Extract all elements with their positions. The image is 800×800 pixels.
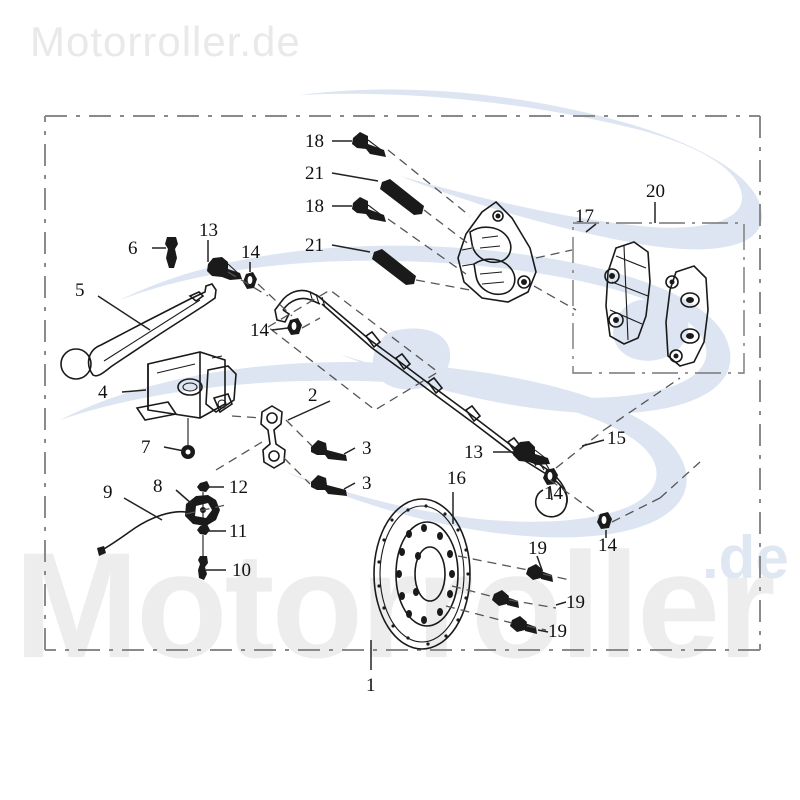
callout-label-13a: 13 — [199, 220, 218, 241]
brake-pad-right-part — [665, 265, 709, 367]
sealing-washer-lower-part — [287, 318, 302, 335]
callout-label-9: 9 — [103, 482, 113, 503]
bolt-hose-clamp-upper-part — [311, 440, 347, 461]
callout-label-8: 8 — [153, 476, 163, 497]
callout-label-13b: 13 — [464, 442, 483, 463]
caliper-mount-bolt-upper-part — [352, 132, 386, 157]
callout-label-2: 2 — [308, 385, 318, 406]
callout-label-20: 20 — [646, 181, 665, 202]
screw-switch-mount-part — [198, 556, 208, 580]
callout-label-7: 7 — [141, 437, 151, 458]
brake-pad-inset-box — [572, 222, 745, 374]
master-cylinder-body-part — [135, 351, 237, 421]
brake-disc-rotor-part — [373, 498, 471, 650]
callout-label-19c: 19 — [548, 621, 567, 642]
callout-label-18b: 18 — [305, 196, 324, 217]
callout-label-19b: 19 — [566, 592, 585, 613]
callout-label-14b: 14 — [250, 320, 269, 341]
caliper-slide-pin-upper-part — [380, 179, 424, 215]
brake-caliper-body-part — [457, 200, 537, 303]
watermark-bottom-text: Motorroller — [14, 521, 776, 689]
sealing-washer-caliper-upper-part — [543, 468, 558, 485]
callout-label-17: 17 — [575, 206, 594, 227]
sealing-washer-upper-part — [243, 272, 257, 289]
callout-label-15: 15 — [607, 428, 626, 449]
adjuster-screw-part — [181, 418, 195, 459]
callout-label-14a: 14 — [241, 242, 260, 263]
callout-label-4: 4 — [98, 382, 108, 403]
brake-lever-part — [60, 283, 217, 380]
nut-switch-part — [197, 481, 210, 492]
diagram-frame — [44, 115, 761, 651]
washer-switch-part — [197, 524, 210, 535]
hose-clamp-bracket-part — [260, 405, 286, 469]
bolt-hose-clamp-lower-part — [311, 475, 347, 496]
callout-label-3b: 3 — [362, 473, 372, 494]
watermark-bottom-suffix: .de — [702, 524, 789, 591]
watermark-top-text: Motorroller.de — [30, 18, 301, 65]
brake-pad-left-part — [604, 241, 651, 345]
callout-label-14d: 14 — [598, 535, 617, 556]
callout-label-14c: 14 — [544, 483, 563, 504]
callout-label-18a: 18 — [305, 131, 324, 152]
banjo-bolt-caliper-part — [513, 441, 550, 465]
callout-label-16: 16 — [447, 468, 466, 489]
disc-bolt-alignment-lines — [445, 555, 571, 631]
callout-label-1: 1 — [366, 675, 376, 696]
caliper-slide-pin-lower-part — [372, 249, 416, 285]
sealing-washer-caliper-lower-part — [597, 512, 612, 529]
switch-wire-part — [97, 510, 187, 556]
callout-label-21b: 21 — [305, 235, 324, 256]
callout-label-6: 6 — [128, 238, 138, 259]
disc-mount-bolt-2-part — [492, 590, 519, 608]
disc-mount-bolt-1-part — [526, 564, 553, 582]
banjo-bolt-upper-part — [207, 257, 242, 280]
callout-label-10: 10 — [232, 560, 251, 581]
callout-label-12: 12 — [229, 477, 248, 498]
callout-leader-lines — [97, 140, 656, 670]
disc-mount-bolt-3-part — [510, 616, 537, 634]
callout-label-5: 5 — [75, 280, 85, 301]
callout-label-21a: 21 — [305, 163, 324, 184]
assembly-guide-lines — [185, 149, 701, 523]
callout-label-3a: 3 — [362, 438, 372, 459]
callout-label-11: 11 — [229, 521, 248, 542]
caliper-mount-bolt-lower-part — [352, 197, 386, 222]
callout-label-19a: 19 — [528, 538, 547, 559]
lever-pivot-bolt-part — [165, 237, 178, 268]
